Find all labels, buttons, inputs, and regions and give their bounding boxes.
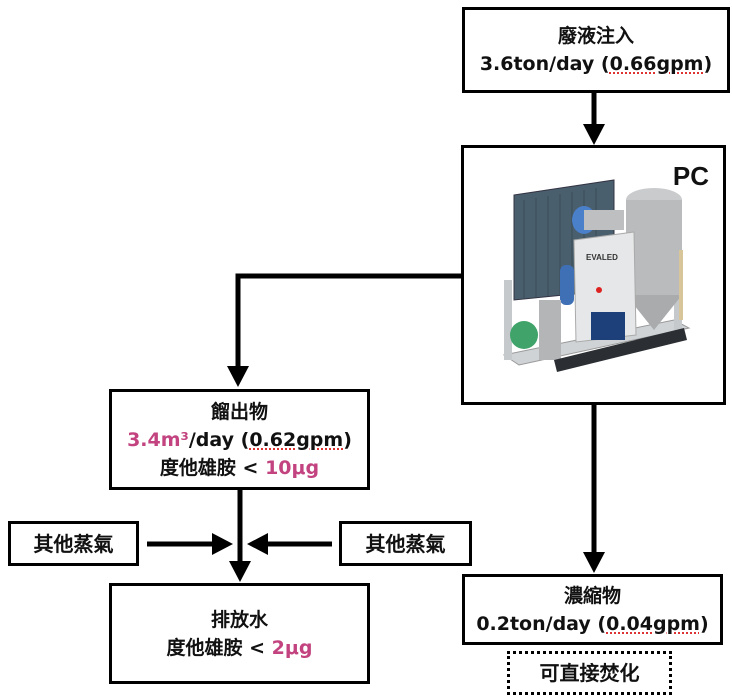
distillate-volume-value: 3.4m³: [127, 428, 189, 451]
distillate-volume: 3.4m³/day (0.62gpm): [127, 426, 352, 454]
concentrate-rate-close: ): [699, 612, 709, 635]
distillate-box: 餾出物 3.4m³/day (0.62gpm) 度他雄胺 < 10μg: [109, 389, 370, 490]
arrow-pc-to-concentrate: [583, 404, 605, 573]
distillate-limit: 度他雄胺 < 10μg: [160, 454, 319, 482]
input-rate-close: ): [703, 53, 713, 75]
concentrate-box: 濃縮物 0.2ton/day (0.04gpm): [462, 574, 723, 645]
arrow-input-to-pc: [583, 92, 605, 145]
arrow-steam-left: [147, 533, 233, 555]
input-title: 廢液注入: [557, 25, 634, 47]
pc-label: PC: [672, 161, 709, 191]
incinerate-label: 可直接焚化: [539, 661, 640, 685]
pc-unit-box: EVALED PC: [461, 145, 726, 405]
distillate-limit-label: 度他雄胺 <: [159, 456, 266, 479]
evaporator-machine-image: EVALED: [502, 179, 690, 372]
arrow-steam-right: [247, 533, 332, 555]
machine-brand-text: EVALED: [586, 253, 618, 262]
distillate-gpm: 0.62gpm: [249, 428, 344, 451]
concentrate-rate: 0.2ton/day (0.04gpm): [476, 610, 708, 638]
input-rate: 3.6ton/day (0.66gpm): [480, 50, 712, 78]
arrow-pc-to-distillate: [227, 273, 462, 387]
distillate-title: 餾出物: [210, 400, 268, 423]
input-box: 廢液注入 3.6ton/day (0.66gpm): [462, 7, 730, 93]
discharge-limit-value: 2μg: [271, 636, 313, 659]
input-rate-text: 3.6ton/day (: [479, 53, 610, 75]
other-steam-right-label: 其他蒸氣: [365, 531, 446, 556]
input-rate-gpm: 0.66gpm: [609, 53, 704, 75]
discharge-limit-label: 度他雄胺 <: [166, 636, 272, 659]
distillate-limit-value: 10μg: [265, 456, 320, 479]
distillate-close: ): [343, 428, 352, 451]
discharge-limit: 度他雄胺 < 2μg: [167, 634, 313, 662]
discharge-title: 排放水: [210, 608, 268, 631]
incinerate-box: 可直接焚化: [507, 651, 672, 695]
concentrate-title: 濃縮物: [563, 584, 621, 607]
distillate-volume-text: /day (: [188, 428, 250, 451]
discharge-box: 排放水 度他雄胺 < 2μg: [109, 583, 370, 684]
other-steam-left-box: 其他蒸氣: [8, 521, 139, 566]
other-steam-left-label: 其他蒸氣: [33, 531, 114, 556]
concentrate-rate-gpm: 0.04gpm: [606, 612, 700, 635]
concentrate-rate-text: 0.2ton/day (: [476, 612, 607, 635]
other-steam-right-box: 其他蒸氣: [339, 521, 472, 566]
arrow-distillate-to-discharge: [229, 490, 251, 582]
